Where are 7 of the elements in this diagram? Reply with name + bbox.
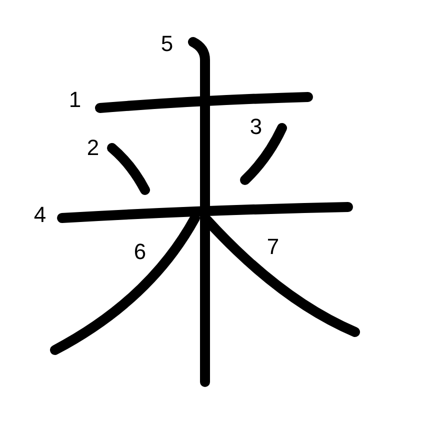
stroke-number: 3 <box>250 116 262 138</box>
stroke-number: 2 <box>86 137 100 159</box>
stroke-number: 7 <box>266 236 280 258</box>
stroke-number: 1 <box>68 89 82 111</box>
stroke-number: 4 <box>34 204 46 226</box>
stroke-number: 6 <box>134 241 146 263</box>
stroke-number: 5 <box>160 33 174 55</box>
